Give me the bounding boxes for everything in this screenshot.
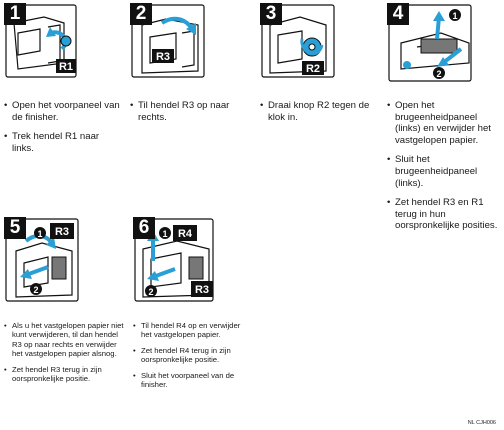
arrow-number-1: 1 — [162, 229, 167, 239]
step-3-instructions: •Draai knop R2 tegen de klok in. — [260, 100, 380, 131]
finisher-illustration — [131, 4, 205, 78]
instruction-bullet: •Als u het vastgelopen papier niet kunt … — [4, 321, 124, 359]
instruction-bullet: •Open het voorpaneel van de finisher. — [4, 100, 120, 123]
finisher-illustration — [261, 4, 335, 78]
arrow-number-2: 2 — [148, 287, 153, 297]
arrow-number-1: 1 — [452, 11, 457, 21]
step-5: 1 2 R3 5 •Als u het vastgelopen papier n… — [4, 217, 128, 417]
finisher-illustration — [5, 218, 79, 302]
instruction-bullet: •Open het brugeenheidpaneel (links) en v… — [387, 100, 491, 146]
instruction-bullet: •Zet hendel R4 terug in zijn oorspronkel… — [133, 345, 231, 365]
step-4-instructions: •Open het brugeenheidpaneel (links) en v… — [387, 100, 504, 240]
step-4: 1 2 4 •Open het brugeenheidpaneel (links… — [387, 3, 504, 263]
lever-label-r1: R1 — [59, 61, 73, 73]
step-2: R3 2 •Til hendel R3 op naar rechts. — [130, 3, 250, 183]
instruction-bullet: •Zet hendel R3 en R1 terug in hun oorspr… — [387, 197, 498, 232]
blue-arrow — [441, 47, 463, 65]
document-code: NL CJH006 — [467, 420, 496, 426]
arrow-number-2: 2 — [436, 69, 441, 79]
step-number-badge: 5 — [4, 217, 26, 239]
step-5-instructions: •Als u het vastgelopen papier niet kunt … — [4, 321, 128, 389]
step-3-illustration: R2 3 — [260, 3, 338, 81]
finisher-illustration — [134, 218, 214, 302]
step-6-illustration: 1 2 R4 R3 6 — [133, 217, 217, 303]
step-5-illustration: 1 2 R3 5 — [4, 217, 82, 303]
step-number-badge: 3 — [260, 3, 282, 25]
step-2-illustration: R3 2 — [130, 3, 208, 81]
step-number-badge: 6 — [133, 217, 155, 239]
lever-label-r3: R3 — [195, 284, 209, 296]
step-1: R1 1 •Open het voorpaneel van de finishe… — [4, 3, 124, 183]
arrow-number-1: 1 — [37, 229, 42, 239]
step-3: R2 3 •Draai knop R2 tegen de klok in. — [260, 3, 380, 183]
step-number-badge: 2 — [130, 3, 152, 25]
step-2-instructions: •Til hendel R3 op naar rechts. — [130, 100, 250, 131]
instruction-bullet: •Zet hendel R3 terug in zijn oorspronkel… — [4, 364, 102, 384]
lever-label-r4: R4 — [178, 228, 193, 240]
step-6-instructions: •Til hendel R4 op en verwijder het vastg… — [133, 321, 253, 395]
instruction-bullet: •Trek hendel R1 naar links. — [4, 131, 100, 154]
step-4-illustration: 1 2 4 — [387, 3, 475, 85]
step-1-illustration: R1 1 — [4, 3, 82, 81]
instruction-bullet: •Sluit het brugeenheidpaneel (links). — [387, 154, 478, 189]
blue-arrow — [160, 16, 196, 35]
instruction-bullet: •Til hendel R4 op en verwijder het vastg… — [133, 321, 241, 340]
step-6: 1 2 R4 R3 6 •Til hendel R4 op en verwijd… — [133, 217, 257, 417]
instruction-bullet: •Til hendel R3 op naar rechts. — [130, 100, 230, 123]
lever-label-r2: R2 — [306, 63, 320, 75]
jammed-paper — [420, 38, 458, 54]
arrow-number-2: 2 — [33, 285, 38, 295]
step-number-badge: 4 — [387, 3, 409, 25]
step-1-instructions: •Open het voorpaneel van de finisher. •T… — [4, 100, 122, 162]
lever-label-r3: R3 — [55, 226, 69, 238]
instruction-bullet: •Sluit het voorpaneel van de finisher. — [133, 370, 235, 390]
lever-label-r3: R3 — [156, 51, 170, 63]
instruction-bullet: •Draai knop R2 tegen de klok in. — [260, 100, 370, 123]
blue-arrow — [300, 38, 324, 56]
step-number-badge: 1 — [4, 3, 26, 25]
